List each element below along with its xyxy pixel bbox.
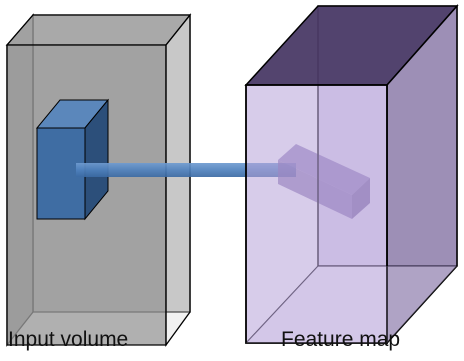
input-volume-top-face — [5, 14, 192, 46]
feature-map-label: Feature map — [281, 328, 401, 351]
input-volume-right-face — [165, 13, 191, 347]
receptive-field-front-face — [36, 127, 86, 220]
feature-map — [244, 4, 459, 345]
feature-map-front-face — [245, 84, 388, 344]
input-volume-label: Input volume — [8, 328, 129, 351]
receptive-field — [35, 98, 110, 221]
connection-arrow — [76, 163, 296, 177]
